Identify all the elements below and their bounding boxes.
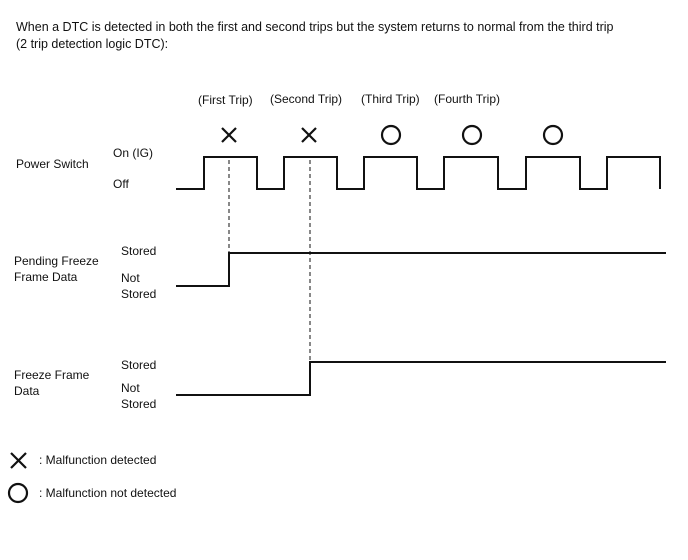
freeze-not-stored-label: Stored <box>121 397 157 411</box>
power-switch-label: Power Switch <box>16 157 89 171</box>
pending-freeze-label-1: Pending Freeze <box>14 254 99 268</box>
trip-3-circle-icon <box>380 124 402 146</box>
freeze-frame-waveform <box>176 361 666 396</box>
legend-circle-icon <box>7 482 29 504</box>
trip-1-cross-icon <box>221 127 237 143</box>
pending-stored-label: Stored <box>121 244 157 258</box>
trip-5-circle-icon <box>542 124 564 146</box>
legend-cross-icon <box>10 452 27 469</box>
pending-not-label: Not <box>121 271 140 285</box>
power-on-label: On (IG) <box>113 146 154 160</box>
trip-label-fourth: (Fourth Trip) <box>434 92 501 106</box>
intro-line-1: When a DTC is detected in both the first… <box>16 20 614 34</box>
power-switch-waveform <box>176 156 661 190</box>
legend-detected-text: : Malfunction detected <box>39 453 157 467</box>
trip-label-second: (Second Trip) <box>270 92 343 106</box>
legend-not-detected-text: : Malfunction not detected <box>39 486 177 500</box>
pending-freeze-waveform <box>176 252 666 287</box>
freeze-label-2: Data <box>14 384 40 398</box>
trip-4-circle-icon <box>461 124 483 146</box>
freeze-stored-label: Stored <box>121 358 157 372</box>
trip-label-first: (First Trip) <box>198 93 253 107</box>
pending-not-stored-label: Stored <box>121 287 157 301</box>
freeze-not-label: Not <box>121 381 140 395</box>
intro-line-2: (2 trip detection logic DTC): <box>16 37 169 51</box>
trip-2-cross-icon <box>301 127 317 143</box>
intro-text: When a DTC is detected in both the first… <box>16 19 676 53</box>
power-off-label: Off <box>113 177 129 191</box>
freeze-label-1: Freeze Frame <box>14 368 90 382</box>
trip-label-third: (Third Trip) <box>361 92 420 106</box>
pending-freeze-label-2: Frame Data <box>14 270 78 284</box>
